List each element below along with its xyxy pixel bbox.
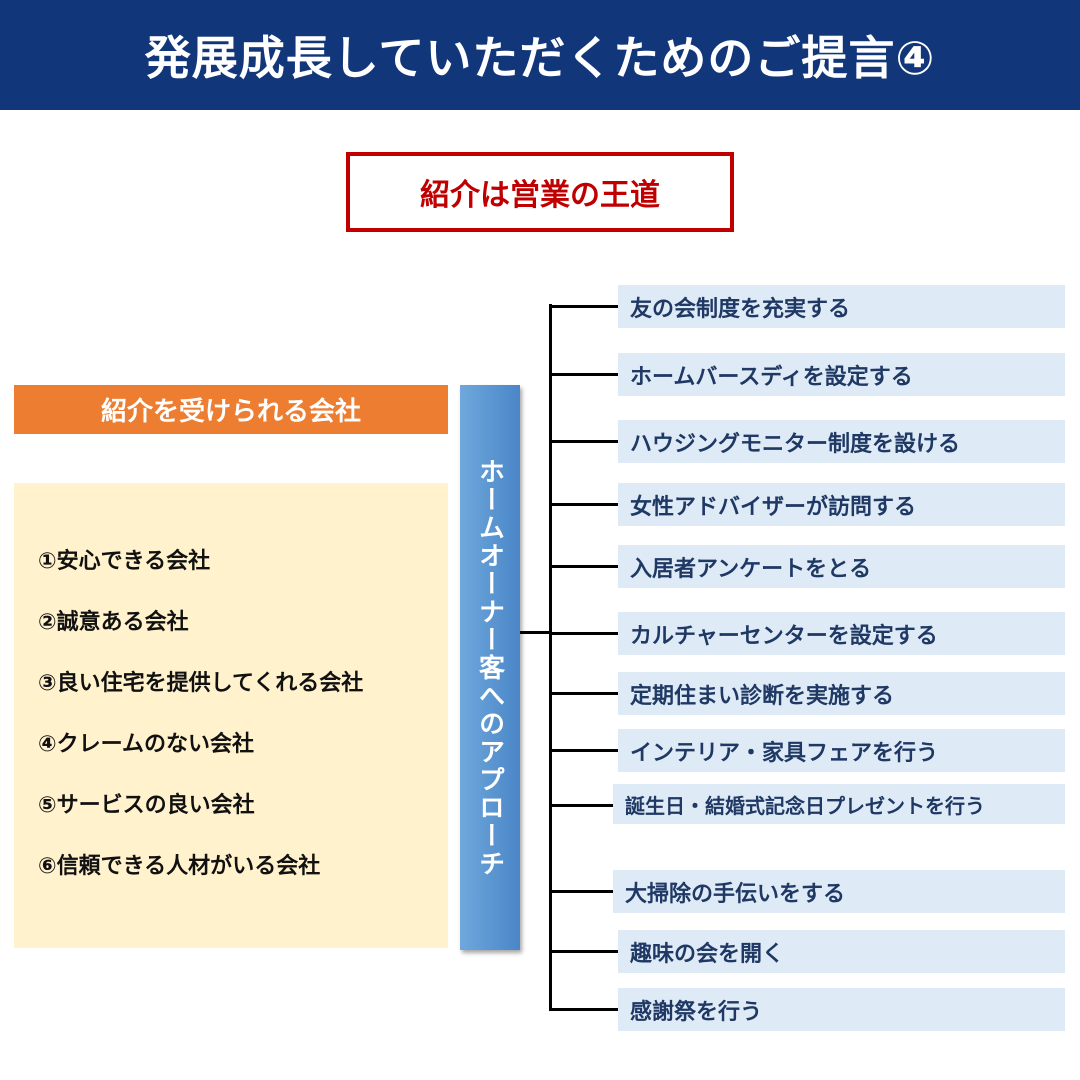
left-heading: 紹介を受けられる会社 [14, 385, 448, 434]
approach-item: 大掃除の手伝いをする [613, 870, 1065, 913]
tree-root-line [520, 631, 551, 634]
approach-item: 感謝祭を行う [618, 988, 1065, 1031]
motto-box: 紹介は営業の王道 [346, 152, 734, 232]
branch-line [549, 373, 618, 376]
branch-line [549, 692, 618, 695]
branch-line [549, 950, 618, 953]
approach-item: ホームバースディを設定する [618, 353, 1065, 396]
branch-line [549, 1008, 618, 1011]
approach-item: カルチャーセンターを設定する [618, 612, 1065, 655]
branch-line [549, 632, 618, 635]
branch-line [549, 440, 618, 443]
quality-item: ②誠意ある会社 [38, 610, 189, 635]
quality-item: ④クレームのない会社 [38, 732, 254, 757]
quality-item: ①安心できる会社 [38, 549, 211, 574]
approach-item: 定期住まい診断を実施する [618, 672, 1065, 715]
branch-line [549, 749, 618, 752]
quality-item: ⑥信頼できる人材がいる会社 [38, 854, 321, 879]
branch-line [549, 305, 618, 308]
approach-item: インテリア・家具フェアを行う [618, 729, 1065, 772]
quality-item: ⑤サービスの良い会社 [38, 793, 255, 818]
quality-item: ③良い住宅を提供してくれる会社 [38, 671, 364, 696]
branch-line [549, 503, 618, 506]
qualities-list: ①安心できる会社 ②誠意ある会社 ③良い住宅を提供してくれる会社 ④クレームのな… [14, 483, 448, 948]
approach-item: 誕生日・結婚式記念日プレゼントを行う [613, 784, 1065, 824]
approach-item: ハウジングモニター制度を設ける [618, 420, 1065, 463]
approach-item: 女性アドバイザーが訪問する [618, 483, 1065, 526]
branch-line [549, 804, 613, 807]
approach-item: 友の会制度を充実する [618, 285, 1065, 328]
tree-trunk-line [549, 304, 552, 1010]
approach-label: ホームオーナー客へのアプローチ [460, 385, 520, 950]
page-title: 発展成長していただくためのご提言④ [0, 0, 1080, 110]
approach-item: 趣味の会を開く [618, 930, 1065, 973]
approach-item: 入居者アンケートをとる [618, 545, 1065, 588]
branch-line [549, 565, 618, 568]
branch-line [549, 890, 613, 893]
